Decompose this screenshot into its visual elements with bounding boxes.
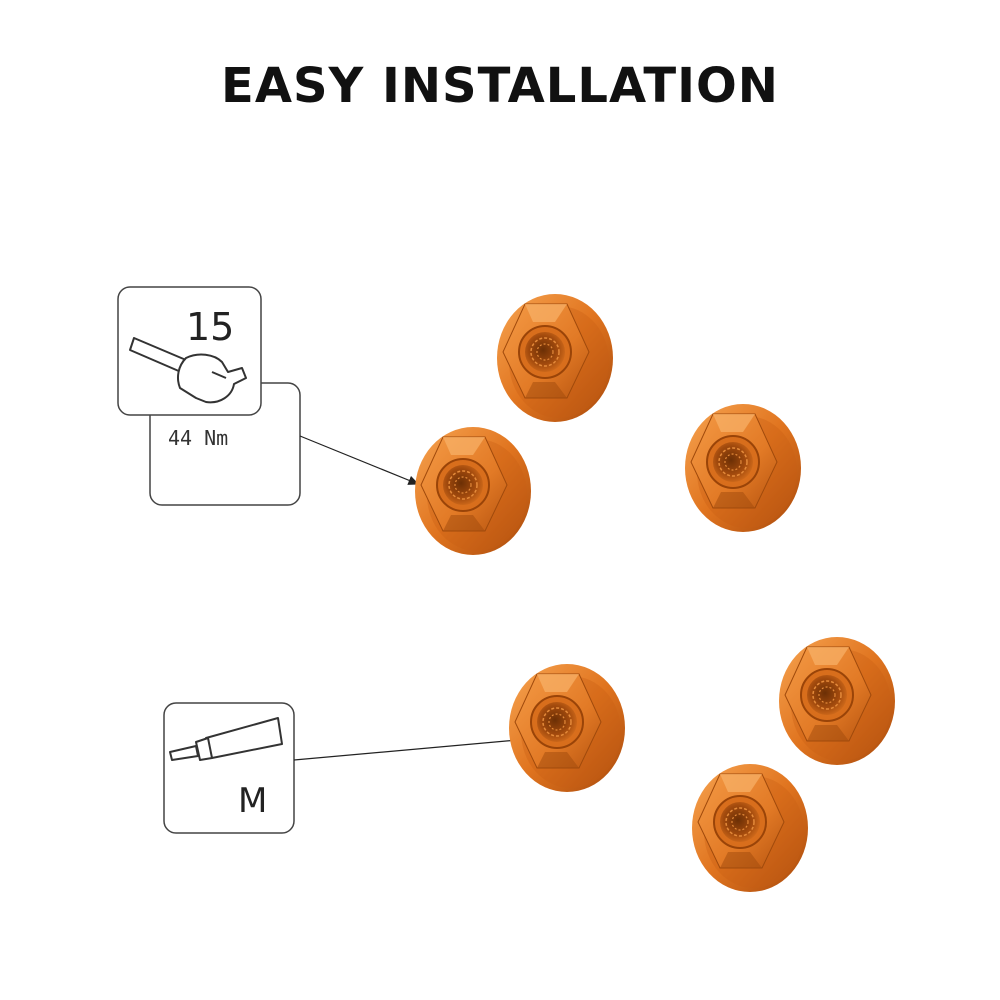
torque-leader-line	[299, 435, 420, 485]
grease-tube-icon	[169, 717, 283, 761]
grease-callout: M	[163, 702, 542, 834]
torque-label: 44 Nm	[168, 426, 228, 450]
grease-label: M	[238, 781, 267, 821]
nut-middle-right	[684, 403, 802, 533]
nut-lower-center	[508, 663, 626, 793]
torque-callout: 15 44 Nm	[117, 286, 420, 506]
nut-middle-left	[414, 426, 532, 556]
page-title: EASY INSTALLATION	[221, 58, 779, 114]
wrench-size-label: 15	[186, 305, 234, 349]
nut-bottom-right	[691, 763, 809, 893]
wrench-icon	[129, 337, 247, 404]
grease-leader-line	[293, 734, 542, 761]
nut-lower-right	[778, 636, 896, 766]
nut-top-center	[496, 293, 614, 423]
